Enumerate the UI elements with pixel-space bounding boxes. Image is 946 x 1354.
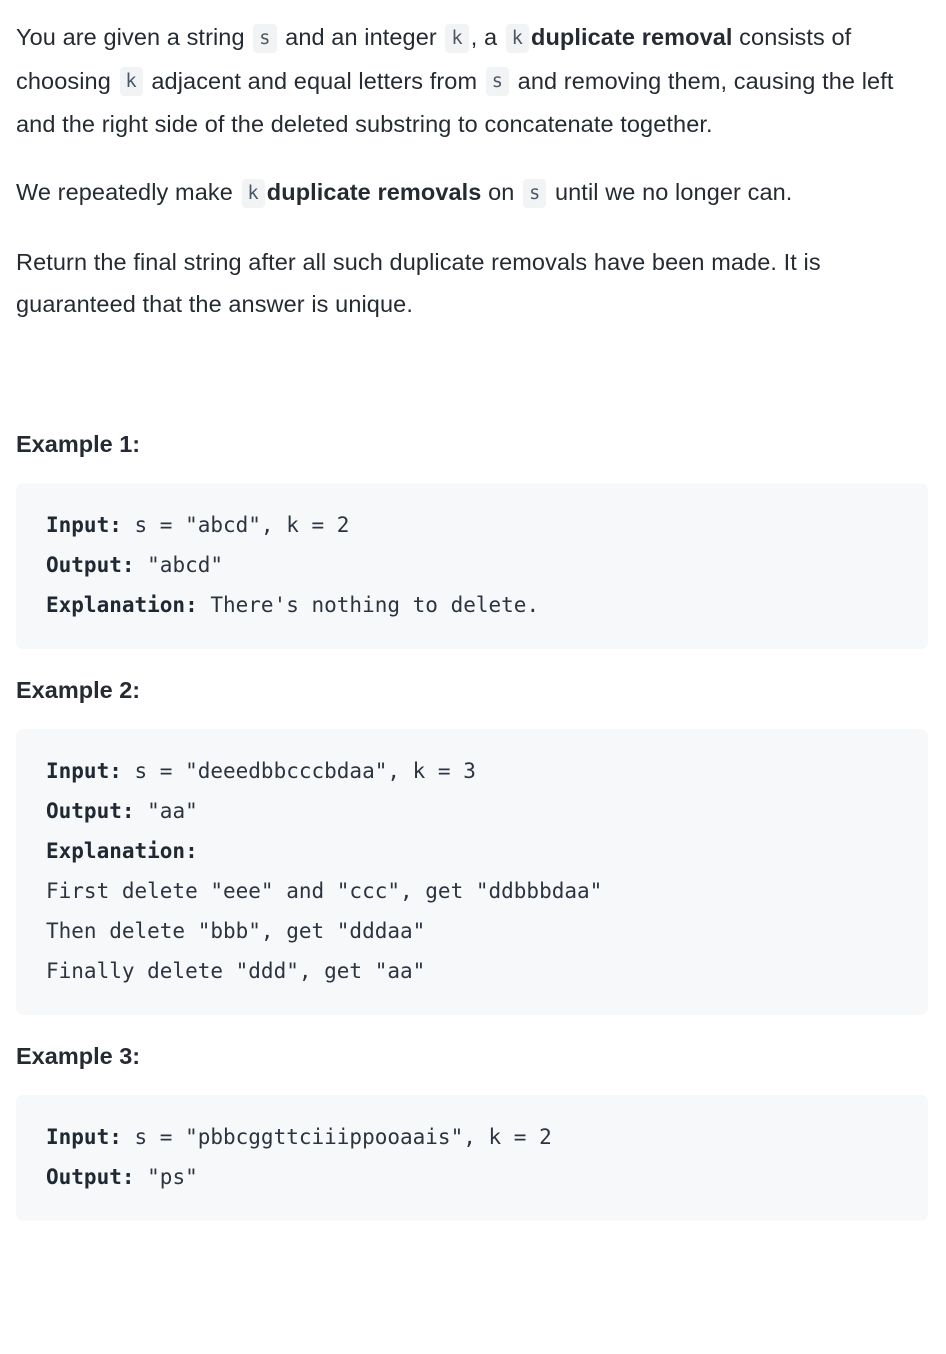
text-fragment: until we no longer can.: [548, 179, 793, 205]
description-paragraph-1: You are given a string s and an integer …: [16, 16, 928, 145]
code-line-input: Input: s = "abcd", k = 2: [46, 505, 898, 545]
input-value: s = "abcd", k = 2: [121, 512, 350, 537]
example-3-code-block: Input: s = "pbbcggttciiippooaais", k = 2…: [16, 1094, 928, 1221]
text-fragment: , a: [470, 24, 504, 50]
inline-code-k: k: [241, 178, 265, 208]
inline-code-k: k: [119, 67, 143, 96]
input-value: s = "deeedbbcccbdaa", k = 3: [121, 758, 476, 783]
code-line-explanation: Explanation: There's nothing to delete.: [46, 585, 898, 625]
explanation-label: Explanation:: [46, 838, 198, 863]
output-label: Output:: [46, 1164, 135, 1189]
inline-code-k: k: [445, 23, 469, 53]
code-line-output: Output: "abcd": [46, 545, 898, 585]
example-2-heading: Example 2:: [16, 676, 141, 703]
code-line-input: Input: s = "deeedbbcccbdaa", k = 3: [46, 751, 898, 791]
output-value: "ps": [134, 1164, 198, 1189]
text-fragment: You are given a string: [16, 24, 252, 50]
output-label: Output:: [46, 798, 135, 823]
input-value: s = "pbbcggttciiippooaais", k = 2: [121, 1124, 552, 1149]
text-fragment: adjacent and equal letters from: [144, 67, 484, 94]
output-label: Output:: [46, 552, 135, 577]
code-line-output: Output: "ps": [46, 1157, 898, 1197]
input-label: Input:: [46, 1124, 122, 1149]
inline-code-k: k: [505, 23, 530, 53]
problem-description-panel: You are given a string s and an integer …: [16, 16, 928, 1221]
inline-code-s: s: [485, 67, 510, 96]
section-spacer: [16, 351, 928, 429]
code-line-explanation-step: Then delete "bbb", get "dddaa": [46, 918, 426, 943]
explanation-label: Explanation:: [46, 592, 198, 617]
code-line-output: Output: "aa": [46, 791, 898, 831]
code-line-explanation-step: First delete "eee" and "ccc", get "ddbbb…: [46, 878, 603, 903]
emphasis-duplicate-removal: duplicate removal: [531, 24, 733, 50]
text-fragment: and removing them, causing the left and …: [16, 67, 894, 138]
output-value: "aa": [134, 798, 198, 823]
text-fragment: Return the final string after all such d…: [16, 248, 821, 317]
text-fragment: We repeatedly make: [16, 179, 240, 205]
code-line-explanation: Explanation:: [46, 831, 898, 871]
emphasis-duplicate-removals: duplicate removals: [266, 179, 482, 205]
explanation-value: There's nothing to delete.: [197, 592, 540, 617]
example-1-heading: Example 1:: [16, 430, 141, 457]
input-label: Input:: [46, 758, 122, 783]
description-paragraph-3: Return the final string after all such d…: [16, 241, 928, 325]
text-fragment: and an integer: [278, 24, 444, 50]
text-fragment: consists of choosing: [16, 24, 852, 94]
inline-code-s: s: [523, 178, 547, 208]
input-label: Input:: [46, 512, 122, 537]
inline-code-s: s: [253, 23, 277, 53]
example-3-heading: Example 3:: [16, 1042, 141, 1069]
code-line-explanation-step: Finally delete "ddd", get "aa": [46, 958, 426, 983]
text-fragment: on: [481, 179, 522, 205]
code-line-input: Input: s = "pbbcggttciiippooaais", k = 2: [46, 1117, 898, 1157]
output-value: "abcd": [134, 552, 224, 577]
